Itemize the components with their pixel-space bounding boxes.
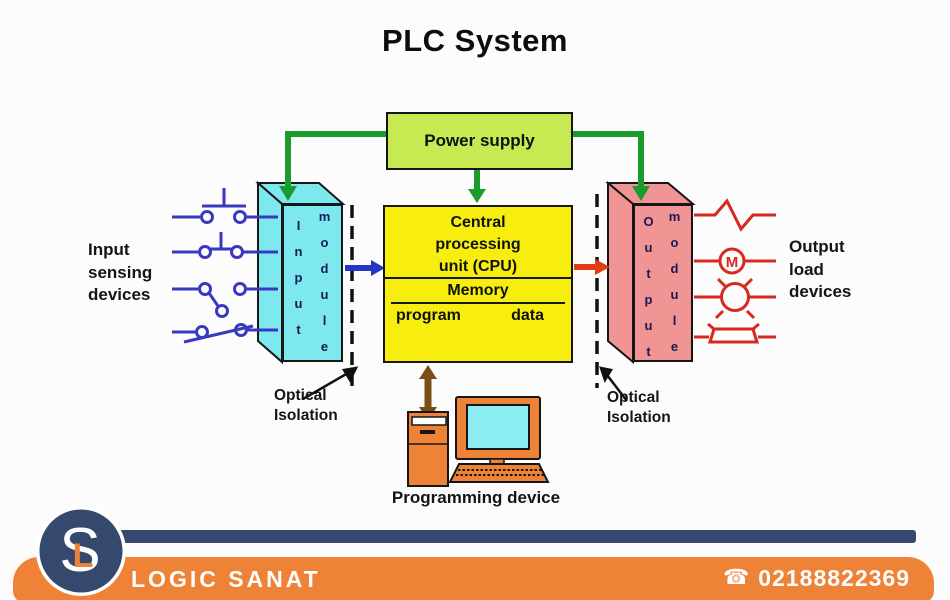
memory-divider xyxy=(391,302,565,304)
logo-letter-s: S xyxy=(59,516,100,585)
cpu-label: Central processing unit (CPU) xyxy=(385,207,571,279)
input-switch-symbols xyxy=(172,188,278,344)
logo-letter-l: L xyxy=(73,537,94,575)
phone-icon: ☎ xyxy=(723,565,750,589)
footer-orange-bar: LOGIC SANAT ☎ 02188822369 xyxy=(13,557,934,600)
cpu-to-output-arrow xyxy=(574,259,610,275)
limit-switch-icon xyxy=(172,323,278,344)
footer-navy-bar xyxy=(104,530,916,543)
memory-label: Memory xyxy=(447,282,509,299)
lamp-icon xyxy=(694,277,776,320)
optical-isolation-dashed-lines xyxy=(350,194,599,388)
input-to-cpu-arrow xyxy=(345,260,385,276)
phone-number: 02188822369 xyxy=(758,564,910,591)
output-module-word2: module xyxy=(667,209,682,365)
green-arrowheads xyxy=(279,186,650,203)
optical-isolation-right-label: Optical Isolation xyxy=(607,389,671,426)
input-module-box: Input module xyxy=(282,204,343,365)
selector-switch-icon xyxy=(172,282,278,318)
pushbutton-no-switch-icon xyxy=(172,188,278,224)
output-module-box: Output module xyxy=(633,204,693,370)
program-label: program xyxy=(396,307,461,324)
power-supply-label: Power supply xyxy=(424,131,535,150)
page-title: PLC System xyxy=(382,23,568,58)
company-logo: S L xyxy=(36,506,126,596)
output-module-3d-faces xyxy=(605,180,696,365)
optical-isolation-left-label: Optical Isolation xyxy=(274,387,338,424)
cpu-box: Central processing unit (CPU) Memory pro… xyxy=(383,205,573,363)
optical-isolation-callout-arrows xyxy=(302,366,628,402)
motor-letter: M xyxy=(726,254,739,271)
company-name: LOGIC SANAT xyxy=(131,566,321,592)
power-supply-box: Power supply xyxy=(386,112,573,170)
heater-resistor-icon xyxy=(694,198,776,232)
speaker-horn-icon xyxy=(694,322,776,344)
input-module-word2: module xyxy=(317,209,332,365)
output-load-symbols: M xyxy=(694,198,776,344)
data-label: data xyxy=(511,307,544,324)
input-sensing-devices-label: Input sensing devices xyxy=(88,240,153,304)
output-load-devices-label: Output load devices xyxy=(789,237,852,301)
footer-phone: ☎ 02188822369 xyxy=(723,557,910,599)
output-module-word1: Output xyxy=(641,214,656,370)
input-module-word1: Input xyxy=(291,218,306,348)
power-supply-connectors xyxy=(285,131,644,190)
programming-device-label: Programming device xyxy=(391,488,561,507)
programming-device-icon xyxy=(407,396,550,487)
motor-icon: M xyxy=(694,247,776,275)
pushbutton-nc-switch-icon xyxy=(172,232,278,259)
